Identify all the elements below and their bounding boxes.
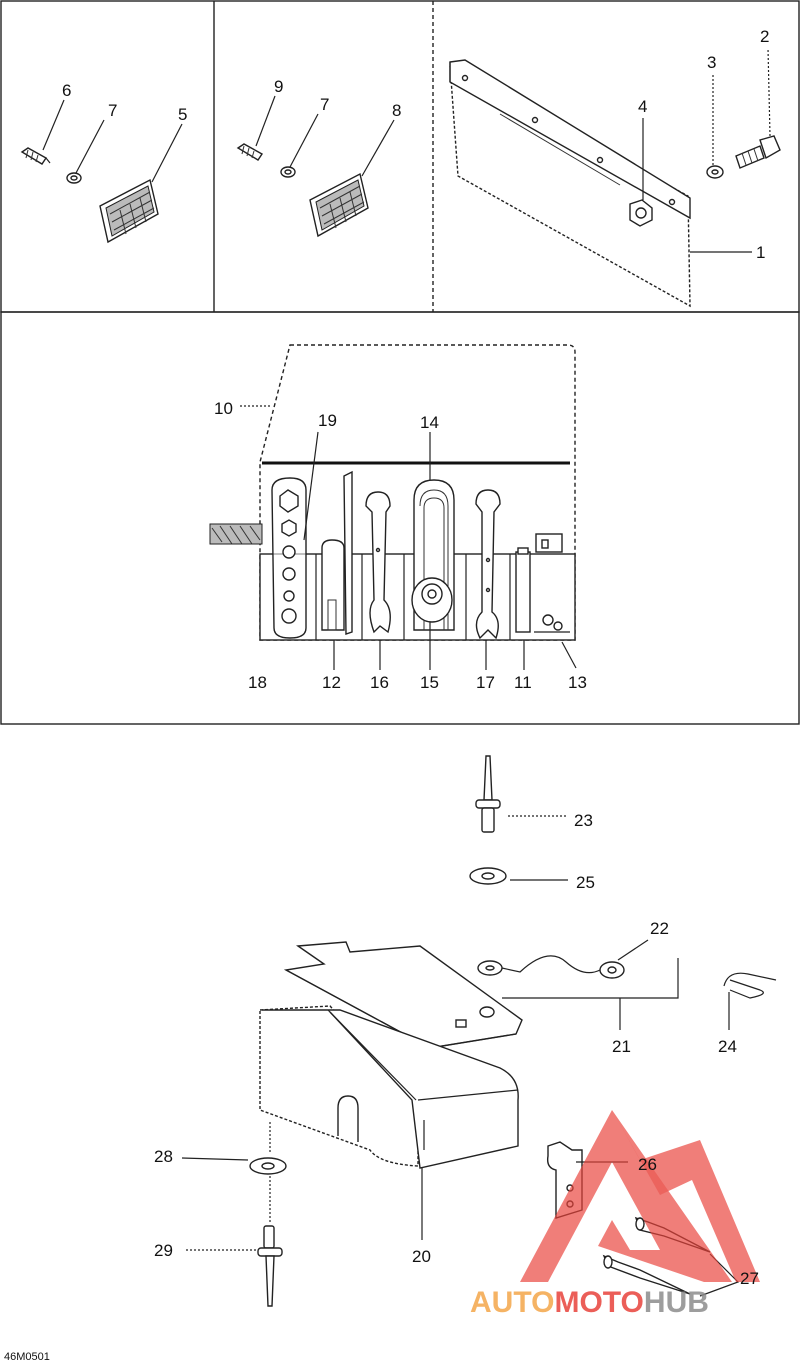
callout-24: 24 — [718, 1037, 737, 1056]
callout-20: 20 — [412, 1247, 431, 1266]
battery-box-lid — [283, 941, 523, 1049]
wrench-part-17 — [475, 489, 501, 640]
callout-23: 23 — [574, 811, 593, 830]
tool-part-11 — [515, 547, 531, 633]
callout-9: 9 — [274, 77, 283, 96]
logo-text: AUTOMOTOHUB — [470, 1286, 709, 1319]
rivet-part-23 — [475, 755, 501, 833]
callout-13: 13 — [568, 673, 587, 692]
vent-grille-part-5 — [99, 178, 159, 244]
plate-part-1 — [449, 59, 691, 308]
bolt-part-2 — [735, 135, 781, 169]
washer-part-25 — [469, 867, 507, 885]
callout-7a: 7 — [108, 101, 117, 120]
callout-14: 14 — [420, 413, 439, 432]
clip-part-24 — [723, 972, 777, 999]
strap — [209, 523, 263, 545]
logo-auto: AUTO — [470, 1286, 554, 1319]
callout-12: 12 — [322, 673, 341, 692]
callout-1: 1 — [756, 243, 765, 262]
box-wrench-part-18 — [271, 477, 307, 639]
washer-part-7 — [66, 172, 82, 184]
callout-10: 10 — [214, 399, 233, 418]
callout-15: 15 — [420, 673, 439, 692]
callout-3: 3 — [707, 53, 716, 72]
screwdriver-part-12 — [321, 470, 353, 635]
callout-17: 17 — [476, 673, 495, 692]
callout-7b: 7 — [320, 95, 329, 114]
callout-6: 6 — [62, 81, 71, 100]
callout-8: 8 — [392, 101, 401, 120]
washer-part-3 — [706, 165, 724, 179]
callout-25: 25 — [576, 873, 595, 892]
battery-box-part-20 — [259, 1005, 519, 1169]
callout-21: 21 — [612, 1037, 631, 1056]
callout-19: 19 — [318, 411, 337, 430]
callout-18: 18 — [248, 673, 267, 692]
washer-part-7b — [280, 166, 296, 178]
drawing-code: 46M0501 — [4, 1351, 50, 1363]
vent-grille-part-8 — [309, 172, 369, 238]
callout-4: 4 — [638, 97, 647, 116]
logo-hub: HUB — [644, 1286, 709, 1319]
rivet-part-29 — [257, 1225, 283, 1307]
callout-5: 5 — [178, 105, 187, 124]
callout-26: 26 — [638, 1155, 657, 1174]
washer-part-28 — [249, 1157, 287, 1175]
middle-panel-frame — [0, 311, 800, 725]
callout-2: 2 — [760, 27, 769, 46]
fuses-part-13 — [534, 533, 570, 633]
nut-part-4 — [629, 199, 653, 227]
callout-29: 29 — [154, 1241, 173, 1260]
logo-moto: MOTO — [554, 1286, 643, 1319]
socket-part-15 — [411, 577, 453, 623]
screw-part-6 — [20, 147, 51, 165]
pocket-dividers — [315, 554, 511, 640]
callout-labels: 1 2 3 4 5 6 7 7 8 9 10 11 12 13 14 15 16… — [62, 27, 769, 1288]
wrench-part-16 — [365, 491, 391, 634]
callout-27: 27 — [740, 1269, 759, 1288]
automotohub-logo: AUTOMOTOHUB — [470, 1110, 760, 1319]
screw-part-9 — [236, 143, 264, 161]
callout-16: 16 — [370, 673, 389, 692]
ground-cable-part-22 — [477, 955, 625, 979]
callout-11: 11 — [514, 673, 532, 692]
callout-28: 28 — [154, 1147, 173, 1166]
callout-22: 22 — [650, 919, 669, 938]
